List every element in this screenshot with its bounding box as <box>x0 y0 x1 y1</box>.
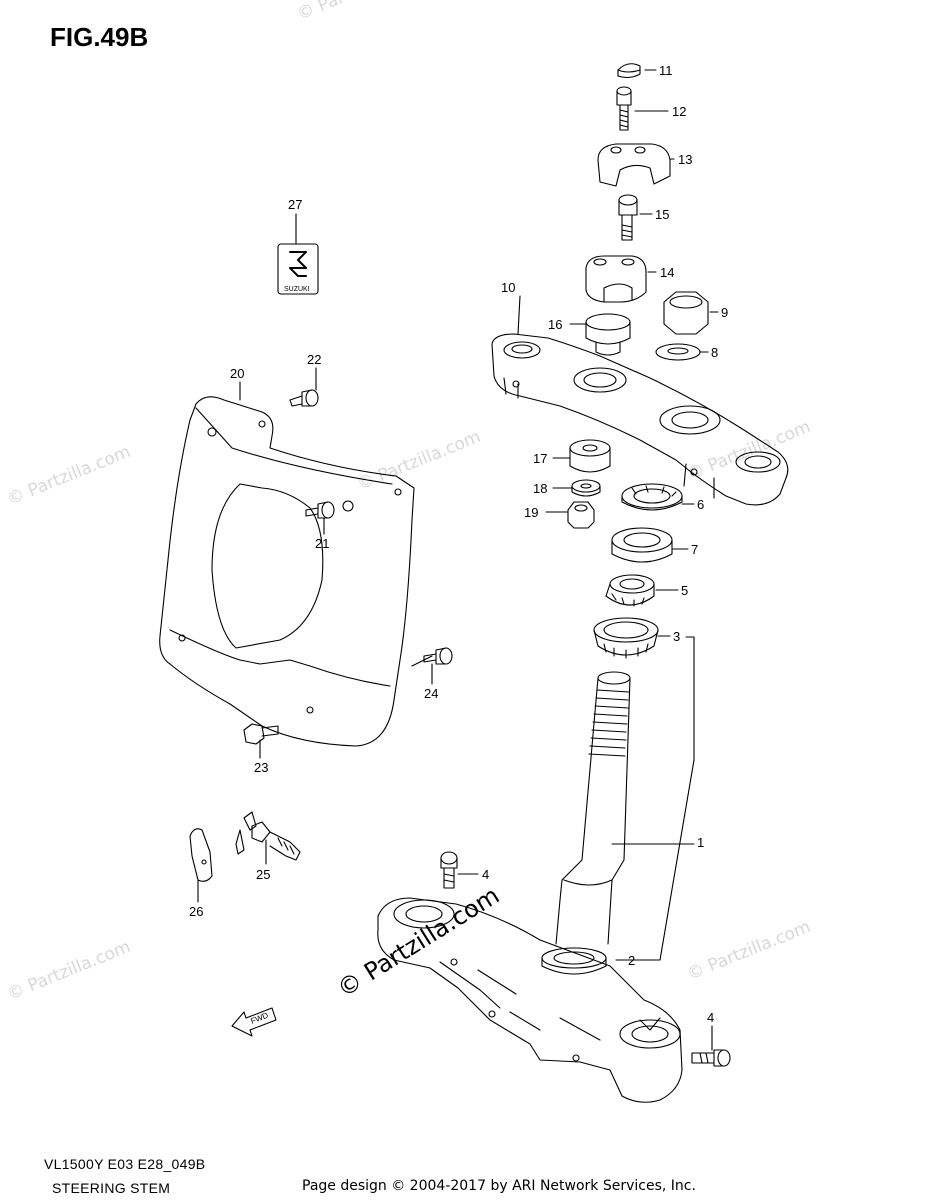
part-24-screw <box>423 647 453 665</box>
part-19-nut <box>567 501 595 529</box>
part-3-bearing <box>593 617 659 659</box>
part-23-screw <box>243 723 279 745</box>
part-12-bolt <box>616 86 632 131</box>
part-21-screw <box>305 501 335 519</box>
callout-26: 26 <box>189 904 203 919</box>
watermark-right-upper: © Partzilla.com <box>684 417 813 485</box>
callout-3: 3 <box>673 629 680 644</box>
watermark-left: © Partzilla.com <box>4 442 133 510</box>
callout-1: 1 <box>697 835 704 850</box>
part-26-plate <box>189 828 213 882</box>
callout-17: 17 <box>533 451 547 466</box>
watermark-right-lower: © Partzilla.com <box>684 917 813 985</box>
part-18-washer <box>571 479 601 497</box>
fwd-direction-arrow <box>231 1007 277 1037</box>
part-17-spacer <box>569 439 611 473</box>
callout-13: 13 <box>678 152 692 167</box>
callout-4-upper: 4 <box>482 867 489 882</box>
callout-6: 6 <box>697 497 704 512</box>
callout-5: 5 <box>681 583 688 598</box>
callout-23: 23 <box>254 760 268 775</box>
part-5-bearing <box>605 574 655 607</box>
callout-4-lower: 4 <box>707 1010 714 1025</box>
callout-21: 21 <box>315 536 329 551</box>
watermark-top: © Partzilla.com <box>294 0 423 25</box>
part-11-cap <box>617 63 641 79</box>
callout-numbers: 11 12 13 15 14 9 8 10 16 17 18 19 6 7 5 … <box>189 63 728 1025</box>
part-4-bolt-lower <box>691 1049 731 1067</box>
exploded-parts-diagram: © Partzilla.com © Partzilla.com © Partzi… <box>4 0 814 1103</box>
part-6-lock-nut <box>621 483 683 511</box>
lower-bracket <box>377 897 683 1103</box>
page-credit: Page design © 2004-2017 by ARI Network S… <box>302 1178 696 1194</box>
callout-11: 11 <box>659 63 673 78</box>
part-9-steering-nut <box>663 291 709 335</box>
callout-18: 18 <box>533 481 547 496</box>
part-1-steering-stem <box>555 671 631 945</box>
callout-10: 10 <box>501 280 515 295</box>
callout-9: 9 <box>721 305 728 320</box>
part-7-dust-seal <box>611 527 673 563</box>
part-13-handlebar-clamp <box>597 143 671 187</box>
callout-14: 14 <box>660 265 674 280</box>
faint-watermarks: © Partzilla.com © Partzilla.com © Partzi… <box>4 0 813 1005</box>
model-code: VL1500Y E03 E28_049B <box>44 1156 206 1172</box>
part-4-bolt-upper <box>440 851 458 889</box>
leader-lines <box>197 69 719 1051</box>
figure-title: FIG.49B <box>50 22 149 52</box>
callout-15: 15 <box>655 207 669 222</box>
section-name: STEERING STEM <box>52 1180 171 1196</box>
callout-16: 16 <box>548 317 562 332</box>
callout-24: 24 <box>424 686 438 701</box>
part-14-handlebar-holder <box>585 255 647 303</box>
watermark-left-lower: © Partzilla.com <box>4 937 133 1005</box>
callout-25: 25 <box>256 867 270 882</box>
watermark-center-upper: © Partzilla.com <box>354 427 483 495</box>
part-10-upper-bracket <box>491 333 789 506</box>
part-20-headlight-cover <box>159 396 415 747</box>
part-15-bolt <box>618 194 638 241</box>
part-2-seal-ring <box>541 947 607 975</box>
callout-2: 2 <box>628 953 635 968</box>
callout-22: 22 <box>307 352 321 367</box>
callout-27: 27 <box>288 197 302 212</box>
callout-19: 19 <box>524 505 538 520</box>
emblem-text: SUZUKI <box>284 286 310 293</box>
part-27-emblem <box>277 243 319 295</box>
part-8-washer <box>655 343 701 361</box>
callout-7: 7 <box>691 542 698 557</box>
callout-12: 12 <box>672 104 686 119</box>
part-16-cushion <box>585 313 631 356</box>
callout-20: 20 <box>230 366 244 381</box>
part-22-screw <box>289 389 319 407</box>
part-25-lock-assembly <box>235 811 301 861</box>
callout-8: 8 <box>711 345 718 360</box>
